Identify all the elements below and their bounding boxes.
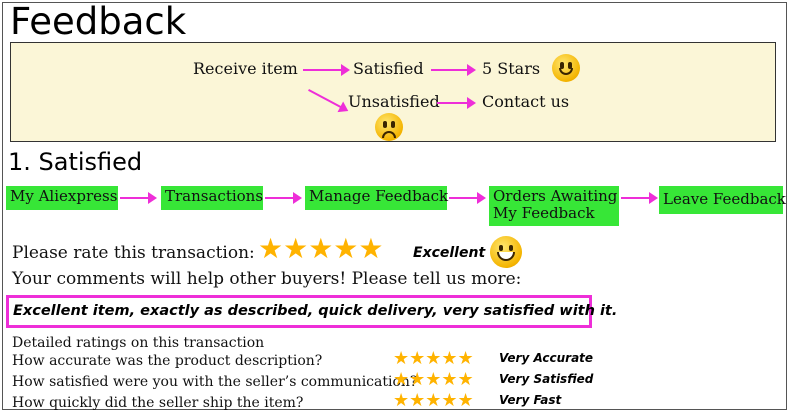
step-my-aliexpress: My Aliexpress bbox=[6, 186, 118, 210]
feedback-flow-box: Receive item Satisfied 5 Stars Unsatisfi… bbox=[10, 42, 776, 142]
accuracy-label: Very Accurate bbox=[499, 351, 594, 365]
flow-contact-us: Contact us bbox=[482, 92, 570, 111]
step-arrow-4 bbox=[621, 192, 658, 204]
step-orders-awaiting: Orders Awaiting My Feedback bbox=[489, 186, 619, 226]
grinning-smiley-icon bbox=[490, 236, 522, 268]
happy-smiley-icon bbox=[552, 54, 580, 82]
flow-receive-item: Receive item bbox=[193, 59, 298, 78]
shipping-label: Very Fast bbox=[499, 393, 562, 407]
question-shipping: How quickly did the seller ship the item… bbox=[12, 395, 304, 411]
flow-unsatisfied: Unsatisfied bbox=[348, 92, 440, 111]
step-arrow-2 bbox=[265, 192, 302, 204]
arrow-to-satisfied bbox=[303, 64, 350, 76]
outer-frame bbox=[2, 2, 787, 410]
arrow-to-contact bbox=[437, 97, 476, 109]
comment-box[interactable]: Excellent item, exactly as described, qu… bbox=[6, 295, 617, 328]
arrow-to-unsatisfied bbox=[308, 89, 343, 109]
step-leave-feedback: Leave Feedback bbox=[659, 186, 786, 214]
section-title: 1. Satisfied bbox=[8, 148, 143, 176]
step-orders-awaiting-line1: Orders Awaiting bbox=[493, 187, 618, 205]
step-arrow-1 bbox=[120, 192, 157, 204]
communication-stars[interactable]: ★★★★★ bbox=[393, 369, 474, 389]
rating-stars: ★★★★★ bbox=[258, 234, 384, 265]
comments-prompt: Your comments will help other buyers! Pl… bbox=[12, 269, 522, 289]
page-title: Feedback bbox=[10, 0, 187, 43]
question-accuracy: How accurate was the product description… bbox=[12, 353, 323, 369]
step-orders-awaiting-line2: My Feedback bbox=[493, 204, 595, 222]
accuracy-stars[interactable]: ★★★★★ bbox=[393, 348, 474, 368]
rating-label: Excellent bbox=[413, 245, 486, 261]
comment-text: Excellent item, exactly as described, qu… bbox=[13, 303, 618, 319]
rate-prompt: Please rate this transaction: bbox=[12, 243, 255, 263]
step-manage-feedback: Manage Feedback bbox=[305, 186, 448, 210]
arrow-to-stars bbox=[431, 64, 476, 76]
step-arrow-3 bbox=[449, 192, 486, 204]
flow-5-stars: 5 Stars bbox=[482, 59, 541, 78]
flow-satisfied: Satisfied bbox=[353, 59, 424, 78]
question-communication: How satisfied were you with the seller’s… bbox=[12, 374, 418, 390]
sad-smiley-icon bbox=[375, 113, 403, 141]
communication-label: Very Satisfied bbox=[499, 372, 594, 386]
detailed-heading: Detailed ratings on this transaction bbox=[12, 335, 265, 351]
shipping-stars[interactable]: ★★★★★ bbox=[393, 390, 474, 410]
step-transactions: Transactions bbox=[161, 186, 263, 210]
